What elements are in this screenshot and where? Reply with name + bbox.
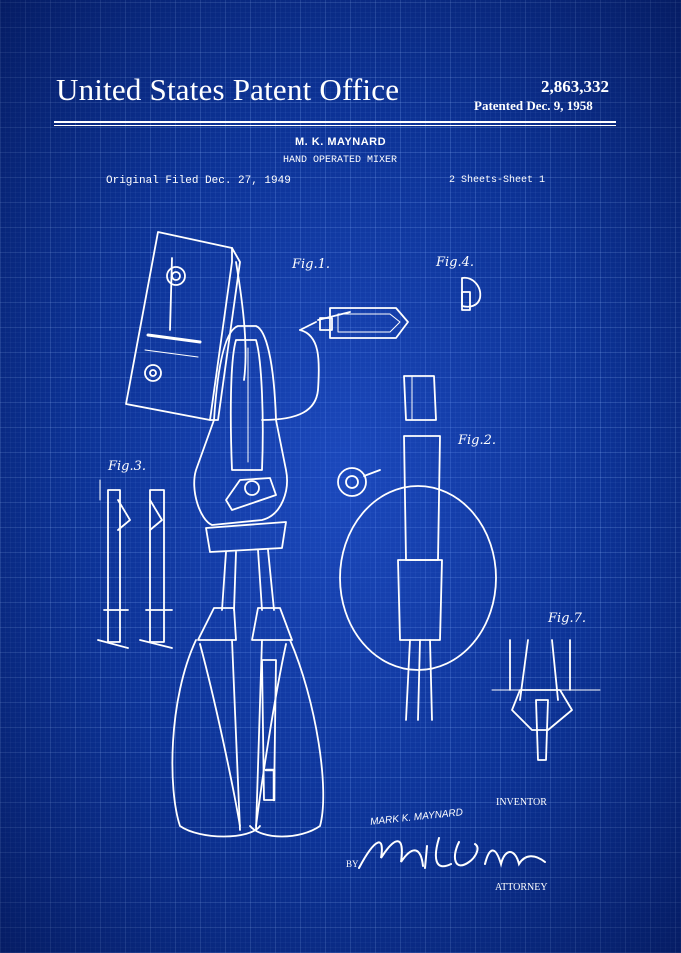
crank-housing: [125, 231, 233, 421]
invention-title: HAND OPERATED MIXER: [283, 155, 398, 166]
figure-3-section: [97, 479, 173, 649]
figure-1-mixer: [125, 231, 351, 838]
by-label: BY: [346, 859, 359, 869]
gear-hub: [166, 266, 186, 286]
figure-7-section: [491, 639, 601, 761]
fig3-label: Fig.3.: [107, 459, 146, 474]
fig1-label: Fig.1.: [291, 257, 330, 272]
header-rule: [54, 121, 616, 123]
filing-date: Original Filed Dec. 27, 1949: [106, 175, 291, 187]
figure-2-section: [337, 375, 497, 721]
beater-right: [249, 639, 325, 838]
patent-number: 2,863,332: [541, 77, 609, 96]
handle-body: [193, 325, 288, 526]
bowl-outline: [339, 485, 497, 671]
attorney-signature: [358, 837, 546, 869]
office-title: United States Patent Office: [56, 72, 400, 107]
patent-date: Patented Dec. 9, 1958: [474, 98, 593, 113]
inventor-name: M. K. MAYNARD: [295, 136, 387, 148]
sheet-count: 2 Sheets-Sheet 1: [449, 175, 546, 186]
attorney-label: ATTORNEY: [495, 882, 548, 893]
figure-4-knob: [461, 276, 482, 311]
fig4-label: Fig.4.: [435, 255, 474, 270]
beater-left: [171, 639, 261, 838]
crank-arm: [235, 261, 247, 381]
fig7-label: Fig.7.: [547, 611, 586, 626]
crank-pivot: [144, 364, 162, 382]
detail-25-assembly: [299, 307, 409, 339]
inventor-label: INVENTOR: [496, 797, 547, 808]
header-rule-thin: [54, 125, 616, 126]
handle-grip: [229, 339, 264, 471]
fig2-label: Fig.2.: [457, 433, 496, 448]
